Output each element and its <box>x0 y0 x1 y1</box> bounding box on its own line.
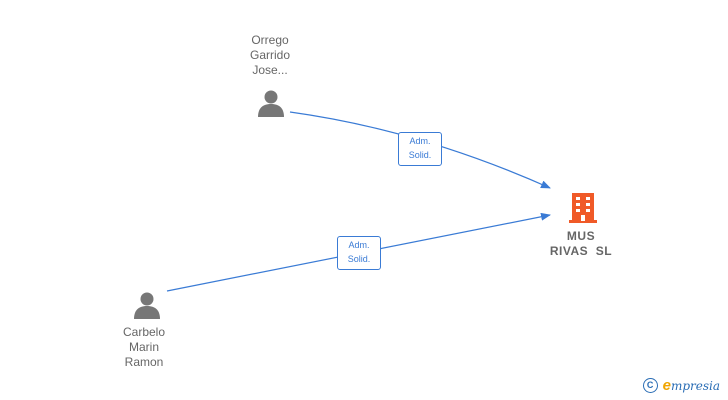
person-icon <box>258 90 284 117</box>
copyright-icon: C <box>642 378 658 393</box>
company-name: MUS RIVAS SL <box>549 229 613 258</box>
edge-label-top[interactable]: Adm. Solid. <box>398 132 442 166</box>
brand-name: mpresia <box>670 378 720 393</box>
brand-initial: e <box>662 377 671 394</box>
building-icon <box>569 193 597 223</box>
person-icon <box>134 292 160 319</box>
person-name-bottom: Carbelo Marin Ramon <box>122 325 166 369</box>
person-name-top: Orrego Garrido Jose... <box>249 33 290 77</box>
edge-label-bottom[interactable]: Adm. Solid. <box>337 236 381 270</box>
